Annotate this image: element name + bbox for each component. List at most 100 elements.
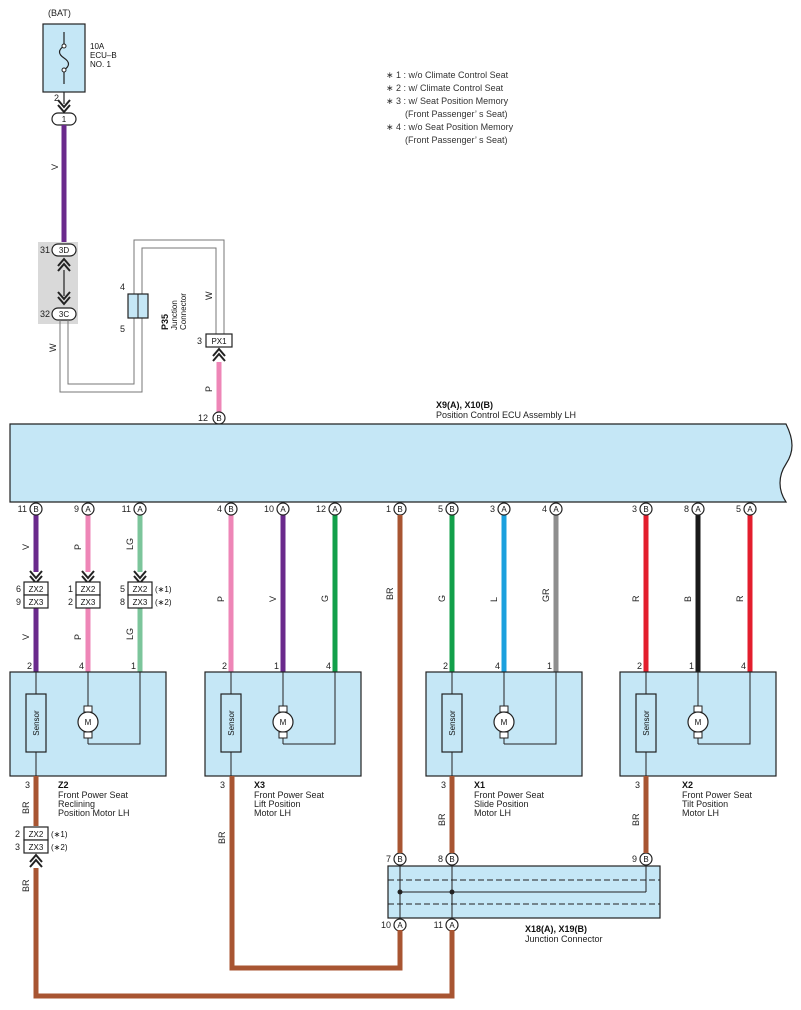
junction-top-pin: B9 [632,852,653,866]
motor-name-line: Motor LH [474,808,511,818]
motor-bottom-pin-number: 3 [220,780,225,790]
ecu-pin-letter: B [449,505,454,514]
wire-label-br-x1: BR [437,813,447,826]
motor-bottom-pin-number: 3 [25,780,30,790]
junction-pin-number: 8 [438,854,443,864]
z2-zx2-num: 2 [15,829,20,839]
wire-label-v-main: V [50,164,60,170]
zx3-box [75,594,101,609]
legend-line-6: (Front Passenger’ s Seat) [405,135,508,145]
position-control-ecu: X9(A), X10(B) Position Control ECU Assem… [9,400,793,503]
zx2-label: ZX2 [133,585,148,594]
motor-label: M [85,718,92,727]
fuse-symbol [58,32,70,84]
legend-line-3: ∗ 3 : w/ Seat Position Memory [386,96,509,106]
ecu-pin-number: 5 [438,504,443,514]
ecu-pin-letter: A [332,505,338,514]
motor-id: Z2 [58,780,69,790]
motor-pin-number: 4 [495,661,500,671]
wire-label: LG [125,628,135,640]
ecu-pin-number: 4 [217,504,222,514]
zx3-number: 8 [120,597,125,607]
junction-pin-letter: A [397,921,403,930]
zx2-label: ZX2 [29,585,44,594]
junction-pin-letter: B [397,855,402,864]
ecu-pin-number: 10 [264,504,274,514]
wire-label-br-x3: BR [217,831,227,844]
wire-br-z2-bottom [33,868,455,999]
fuse-pin-number: 2 [54,93,59,103]
brown-ground-wires: BR BR BR BR BR BR [21,515,649,999]
ecu-pin: PB4 [216,502,238,672]
wire-label: GR [541,588,551,602]
zx3-note: (∗2) [155,598,172,607]
zx3-label: ZX3 [133,598,148,607]
ecu-pin-number: 1 [386,504,391,514]
ecu-pin-letter: A [280,505,286,514]
wire-label: LG [125,538,135,550]
junction-bottom-pin: A11 [434,918,459,932]
motor-pin-number: 1 [131,661,136,671]
wire-label-br-x2: BR [631,813,641,826]
motor-id: X3 [254,780,265,790]
motor-pin-number: 2 [222,661,227,671]
px1-pin-number: 3 [197,336,202,346]
fuse-line-3: NO. 1 [90,60,111,69]
ecu-pin-letter: B [397,505,402,514]
motor-name-line: Reclining [58,799,95,809]
p35-name-1: Junction [170,300,179,330]
splice-3c-tag [51,307,77,321]
wire-label: G [437,595,447,602]
sensor-label: Sensor [642,710,651,736]
ecu-pin-letter: A [747,505,753,514]
motor-label: M [695,718,702,727]
ecu-pin: B1 [386,502,407,516]
wire-br-x3 [229,776,403,971]
motor-pin-number: 4 [326,661,331,671]
motor-name-line: Tilt Position [682,799,728,809]
motor-name-line: Front Power Seat [682,790,753,800]
ecu-pin-letter: A [85,505,91,514]
ecu-pin: RA5 [735,502,757,672]
motor-pin-number: 2 [637,661,642,671]
z2-zx3-note: (∗2) [51,843,68,852]
ecu-pin-tag [29,502,43,516]
ecu-pin-tag [224,502,238,516]
ecu-pin-tag [743,502,757,516]
splice-3d-label: 3D [59,246,69,255]
ecu-box [9,423,793,503]
z2-zx3-label: ZX3 [29,843,44,852]
splice-31-number: 31 [40,245,50,255]
ecu-pin-letter: A [553,505,559,514]
splice-3c-label: 3C [59,310,69,319]
ecu-top-pin-letter: B [216,414,221,423]
zx3-number: 9 [16,597,21,607]
p35-name-2: Connector [179,293,188,330]
wire-label: B [683,596,693,602]
ecu-pin-tag [639,502,653,516]
fuse-line-2: ECU–B [90,51,117,60]
motor-name-line: Front Power Seat [474,790,545,800]
ecu-pin-letter: A [501,505,507,514]
wire-label: P [73,544,83,550]
fuse-line-1: 10A [90,42,105,51]
ecu-pin-letter: A [137,505,143,514]
px1-label: PX1 [211,337,227,346]
wire-label: V [21,634,31,640]
ecu-pin-number: 5 [736,504,741,514]
junction-connector-x18-x19: X18(A), X19(B) Junction Connector [387,865,661,944]
motor-pin-number: 1 [689,661,694,671]
zx3-number: 2 [68,597,73,607]
zx3-label: ZX3 [29,598,44,607]
ecu-pin-tag [497,502,511,516]
wire-label-w-left: W [48,343,58,352]
motor-name-line: Motor LH [682,808,719,818]
junction-top-pin: B8 [438,852,459,866]
